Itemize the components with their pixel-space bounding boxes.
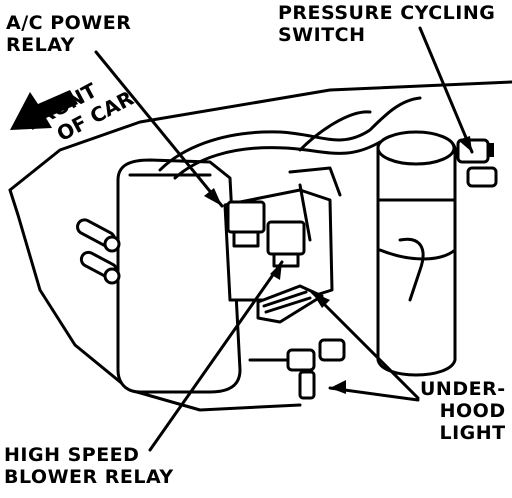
front-of-car-arrow-icon: [10, 90, 78, 130]
ac-power-relay: [226, 200, 266, 248]
underhood-light-label: UNDER- HOOD LIGHT: [420, 378, 506, 444]
lower-connectors: [248, 338, 346, 400]
vent-tubes: [76, 218, 121, 285]
leader-arrows: [94, 26, 474, 452]
fender-outline: [8, 80, 512, 412]
underhood-light-label-line-3: LIGHT: [439, 422, 506, 444]
high-speed-blower-relay-label: HIGH SPEED BLOWER RELAY: [4, 444, 174, 488]
high-speed-blower-relay: [266, 220, 306, 268]
pressure-cycling-switch-label-line-1: PRESSURE CYCLING: [278, 2, 496, 24]
pressure-cycling-switch: [456, 138, 498, 188]
pressure-cycling-switch-label-line-2: SWITCH: [278, 24, 366, 46]
underhood-light: [256, 284, 324, 324]
high-speed-blower-relay-label-line-1: HIGH SPEED: [4, 444, 140, 466]
pressure-cycling-switch-label: PRESSURE CYCLING SWITCH: [278, 2, 495, 46]
high-speed-blower-relay-label-line-2: BLOWER RELAY: [4, 466, 174, 488]
ac-hose: [158, 96, 422, 180]
blower-housing: [116, 158, 242, 394]
ac-power-relay-label: A/C POWER RELAY: [6, 12, 131, 56]
underhood-light-label-line-1: UNDER-: [420, 378, 506, 400]
ac-power-relay-label-line-2: RELAY: [6, 34, 75, 56]
ac-power-relay-label-line-1: A/C POWER: [6, 12, 132, 34]
accumulator: [376, 130, 457, 377]
underhood-light-label-line-2: HOOD: [439, 400, 506, 422]
